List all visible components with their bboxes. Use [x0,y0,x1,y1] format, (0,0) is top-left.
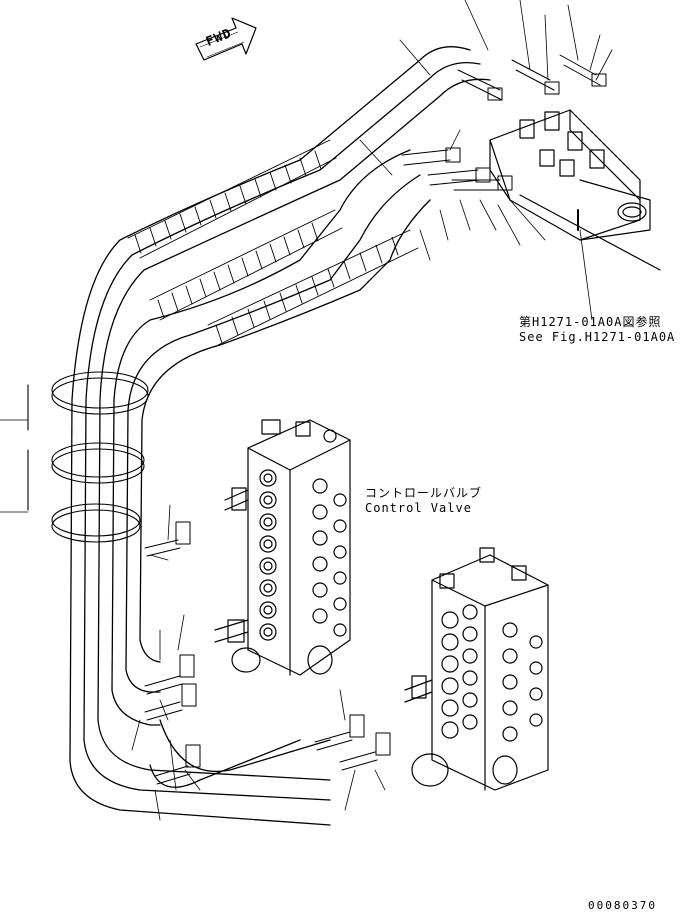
drawing-number: 00080370 [588,899,657,912]
spiral-guard-lower [207,229,419,346]
hose-clamps [27,371,149,543]
leader-lines [0,0,613,821]
fwd-arrow-icon [195,17,257,61]
control-valve-right [404,547,549,791]
control-valve-label-english: Control Valve [365,501,472,515]
reference-label-english: See Fig.H1271-01A0A [519,330,676,344]
manifold-block [489,109,661,271]
spiral-guard-middle [149,209,343,321]
control-valve-left [214,419,351,676]
reference-label-japanese: 第H1271-01A0A図参照 [519,315,662,329]
hose-routing [69,46,491,826]
control-valve-label-japanese: コントロールバルブ [365,486,483,500]
manifold-fittings [401,54,607,191]
valve-right-fittings [314,714,391,771]
spiral-guard-upper [127,139,337,259]
valve-left-fittings [144,521,201,785]
